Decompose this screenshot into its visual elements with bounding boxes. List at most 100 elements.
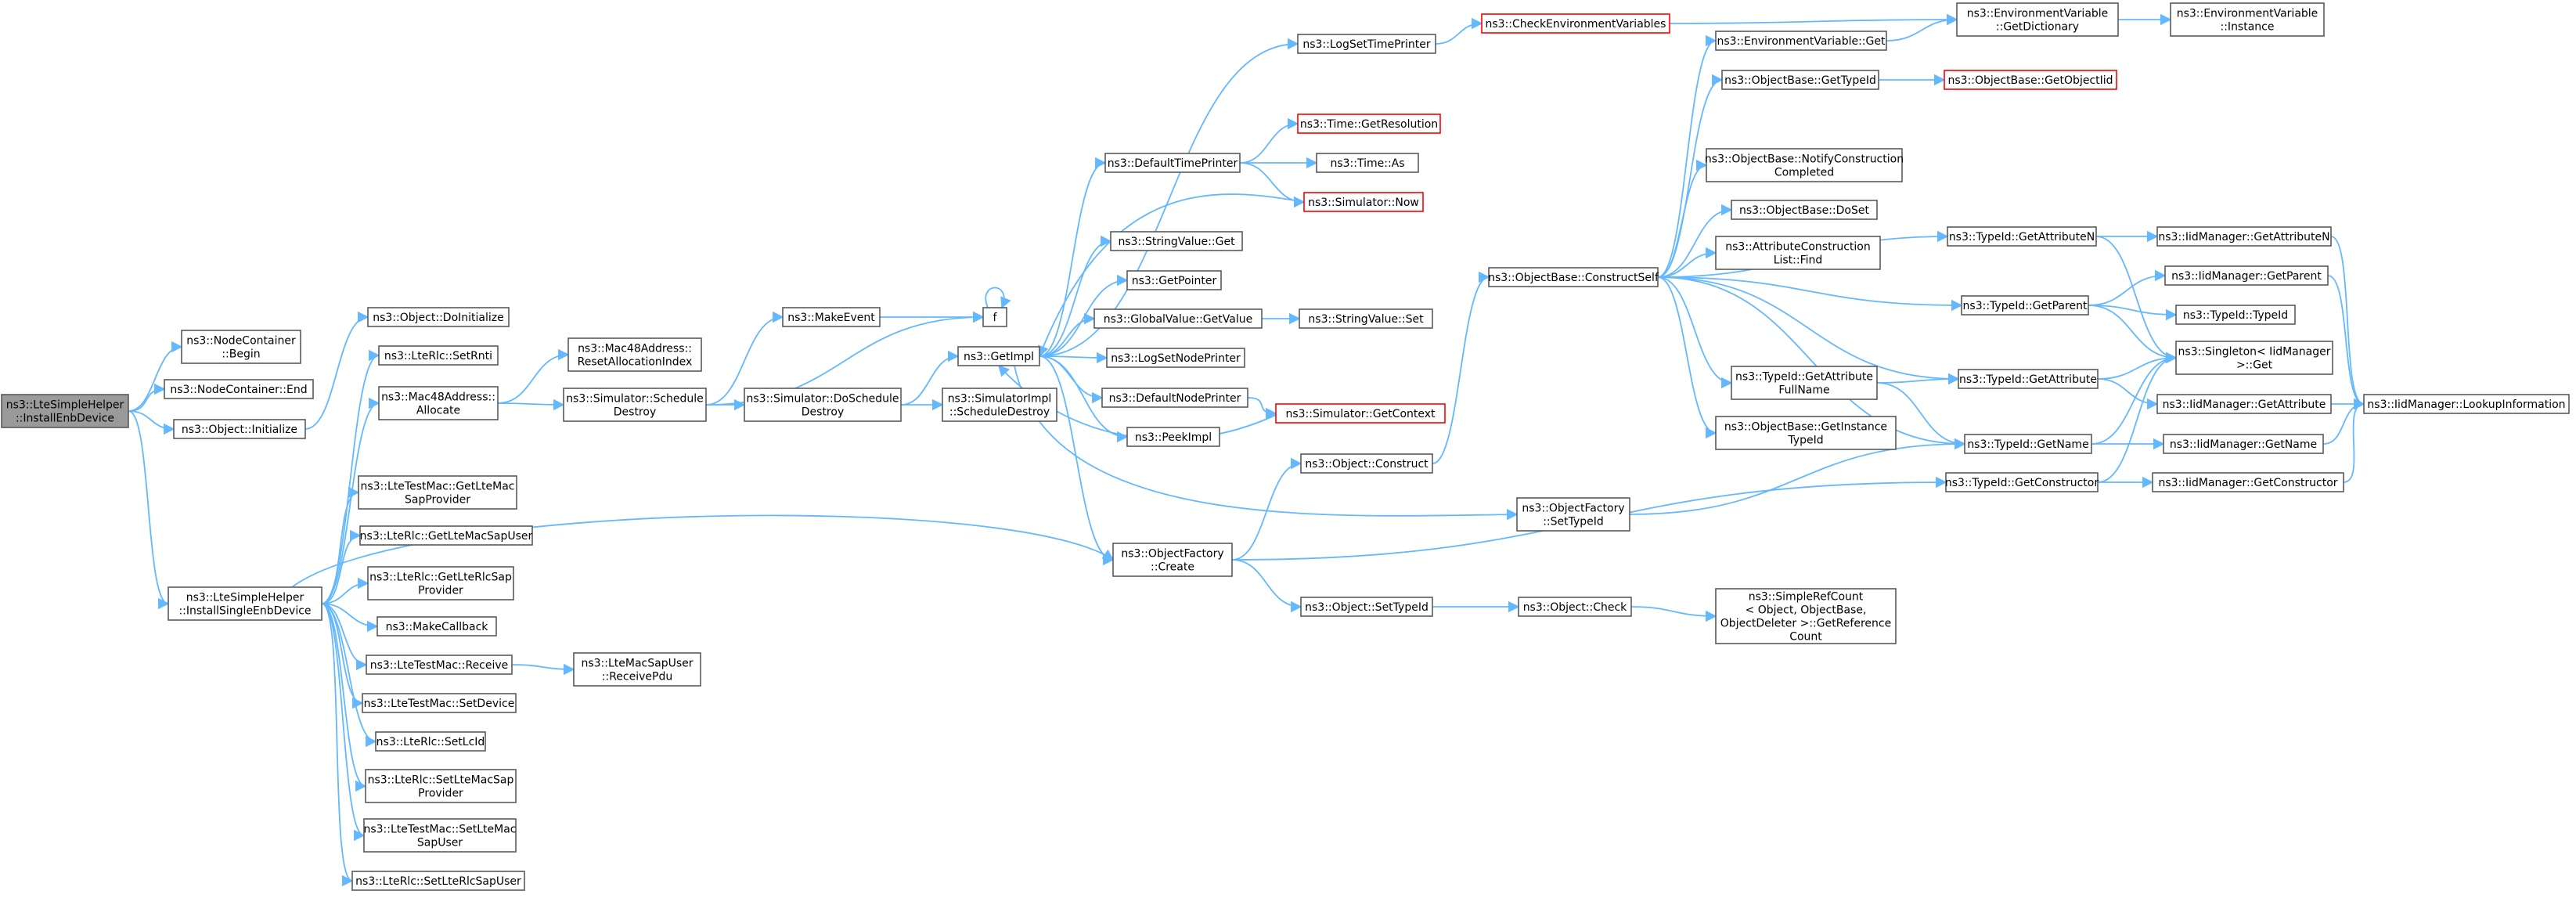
node-logsetnodeprinter[interactable]: ns3::LogSetNodePrinter	[1106, 348, 1245, 368]
node-objbase_constructself[interactable]: ns3::ObjectBase::ConstructSelf	[1488, 267, 1659, 287]
edge-iid_getconstructor-to-iid_lookupinfo	[2343, 398, 2365, 483]
node-obj_doinit[interactable]: ns3::Object::DoInitialize	[367, 307, 510, 327]
node-object_check[interactable]: ns3::Object::Check	[1518, 597, 1632, 617]
node-objbase_doset[interactable]: ns3::ObjectBase::DoSet	[1731, 200, 1878, 220]
node-mac48_reset[interactable]: ns3::Mac48Address::ResetAllocationIndex	[567, 337, 702, 372]
node-object_construct[interactable]: ns3::Object::Construct	[1300, 453, 1433, 474]
node-defaultnodeprinter[interactable]: ns3::DefaultNodePrinter	[1101, 388, 1248, 408]
node-root[interactable]: ns3::LteSimpleHelper::InstallEnbDevice	[1, 394, 129, 428]
node-objfactory_create[interactable]: ns3::ObjectFactory::Create	[1112, 543, 1233, 577]
node-testmac_receive[interactable]: ns3::LteTestMac::Receive	[366, 655, 513, 675]
node-typeid_getattribute[interactable]: ns3::TypeId::GetAttribute	[1958, 369, 2099, 389]
node-getpointer[interactable]: ns3::GetPointer	[1126, 270, 1222, 290]
node-nc_end[interactable]: ns3::NodeContainer::End	[164, 379, 314, 399]
node-defaulttimeprinter[interactable]: ns3::DefaultTimePrinter	[1104, 153, 1241, 173]
node-iid_lookupinfo[interactable]: ns3::IidManager::LookupInformation	[2363, 394, 2570, 414]
edge-objfactory_create-to-object_construct	[1231, 457, 1302, 561]
node-label: TypeId	[1787, 435, 1823, 447]
node-sim_getcontext[interactable]: ns3::Simulator::GetContext	[1275, 403, 1446, 424]
node-makecallback[interactable]: ns3::MakeCallback	[376, 616, 497, 637]
node-mac48_alloc[interactable]: ns3::Mac48Address::Allocate	[378, 386, 499, 420]
node-logsettimeprinter[interactable]: ns3::LogSetTimePrinter	[1297, 34, 1436, 54]
node-singleton_get[interactable]: ns3::Singleton< IidManager>::Get	[2175, 341, 2333, 375]
node-box	[1731, 366, 1878, 400]
node-box	[2175, 341, 2333, 375]
node-peekimpl[interactable]: ns3::PeekImpl	[1126, 427, 1220, 447]
node-iid_getconstructor[interactable]: ns3::IidManager::GetConstructor	[2152, 472, 2344, 492]
node-macsapuser_receivepdu[interactable]: ns3::LteMacSapUser::ReceivePdu	[573, 652, 701, 687]
node-label: ns3::Simulator::Schedule	[566, 393, 704, 406]
node-label: List::Find	[1774, 254, 1823, 267]
node-label: ns3::IidManager::GetAttribute	[2163, 399, 2326, 411]
edge-defaultnodeprinter-to-sim_getcontext	[1247, 397, 1277, 420]
node-rlc_setrnti[interactable]: ns3::LteRlc::SetRnti	[378, 345, 499, 366]
node-label: ns3::Simulator::GetContext	[1285, 408, 1436, 420]
node-objbase_notify[interactable]: ns3::ObjectBase::NotifyConstructionCompl…	[1705, 148, 1904, 182]
node-typeid_getname[interactable]: ns3::TypeId::GetName	[1964, 434, 2092, 454]
node-label: ns3::ObjectBase::GetTypeId	[1724, 74, 1876, 87]
node-simimpl_schedule[interactable]: ns3::SimulatorImpl::ScheduleDestroy	[942, 388, 1057, 422]
node-sim_now[interactable]: ns3::Simulator::Now	[1303, 192, 1424, 212]
node-sim_schedule_destroy[interactable]: ns3::Simulator::ScheduleDestroy	[563, 388, 707, 422]
edge-checkenv-to-envvar_getdict	[1669, 13, 1958, 26]
node-checkenv[interactable]: ns3::CheckEnvironmentVariables	[1481, 13, 1670, 34]
node-simplerefcount[interactable]: ns3::SimpleRefCount< Object, ObjectBase,…	[1715, 588, 1897, 644]
node-label: ns3::AttributeConstruction	[1725, 241, 1870, 254]
node-label: Destroy	[614, 406, 656, 419]
node-iid_getparent[interactable]: ns3::IidManager::GetParent	[2164, 265, 2329, 286]
node-getimpl[interactable]: ns3::GetImpl	[957, 346, 1040, 366]
node-label: ns3::TypeId::GetAttributeN	[1949, 231, 2095, 243]
node-iid_getname[interactable]: ns3::IidManager::GetName	[2163, 434, 2324, 454]
node-objbase_gettypeid[interactable]: ns3::ObjectBase::GetTypeId	[1721, 70, 1879, 90]
call-edges	[128, 13, 2365, 887]
node-iid_getattribute[interactable]: ns3::IidManager::GetAttribute	[2156, 394, 2332, 414]
node-envvar_getdict[interactable]: ns3::EnvironmentVariable::GetDictionary	[1956, 2, 2119, 37]
edge-objbase_constructself-to-typeid_getname	[1657, 276, 1966, 450]
edge-objbase_constructself-to-typeid_getattribute	[1657, 276, 1960, 385]
node-iid_getattributen[interactable]: ns3::IidManager::GetAttributeN	[2156, 226, 2332, 247]
node-makeevent[interactable]: ns3::MakeEvent	[782, 307, 881, 327]
node-obj_init[interactable]: ns3::Object::Initialize	[173, 419, 306, 439]
node-typeid_getconstructor[interactable]: ns3::TypeId::GetConstructor	[1945, 472, 2099, 492]
edge-objfactory_settypeid-to-typeid_getname	[1629, 438, 1966, 515]
node-box	[573, 652, 701, 687]
node-envvar_get[interactable]: ns3::EnvironmentVariable::Get	[1715, 31, 1887, 51]
node-stringvalue_get[interactable]: ns3::StringValue::Get	[1110, 231, 1243, 251]
node-f[interactable]: f	[982, 307, 1007, 327]
node-typeid_getattributen[interactable]: ns3::TypeId::GetAttributeN	[1947, 226, 2097, 247]
edge-typeid_getattrfullname-to-typeid_getname	[1876, 382, 1966, 450]
node-time_as[interactable]: ns3::Time::As	[1316, 153, 1419, 173]
node-label: ::ReceivePdu	[602, 671, 672, 683]
node-object_settypeid[interactable]: ns3::Object::SetTypeId	[1300, 597, 1433, 617]
node-typeid_typeid[interactable]: ns3::TypeId::TypeId	[2175, 305, 2296, 325]
node-rlc_setlcid[interactable]: ns3::LteRlc::SetLcId	[375, 731, 486, 752]
node-typeid_getparent[interactable]: ns3::TypeId::GetParent	[1961, 295, 2089, 316]
node-stringvalue_set[interactable]: ns3::StringValue::Set	[1299, 308, 1433, 329]
node-globalvalue_getvalue[interactable]: ns3::GlobalValue::GetValue	[1093, 308, 1263, 329]
node-objbase_getobjecttid[interactable]: ns3::ObjectBase::GetObjectIid	[1944, 70, 2117, 90]
node-testmac_setdevice[interactable]: ns3::LteTestMac::SetDevice	[362, 693, 517, 713]
node-install_single[interactable]: ns3::LteSimpleHelper::InstallSingleEnbDe…	[168, 586, 322, 621]
edge-getimpl-to-defaulttimeprinter	[1039, 157, 1107, 357]
node-rlc_setrlcsapuser[interactable]: ns3::LteRlc::SetLteRlcSapUser	[351, 871, 525, 891]
node-label: ns3::Object::SetTypeId	[1305, 601, 1429, 614]
node-time_getresolution[interactable]: ns3::Time::GetResolution	[1297, 114, 1441, 134]
node-rlc_getmacsapuser[interactable]: ns3::LteRlc::GetLteMacSapUser	[359, 525, 533, 546]
node-label: ns3::DefaultNodePrinter	[1109, 392, 1241, 405]
edge-typeid_getparent-to-typeid_typeid	[2088, 305, 2178, 321]
node-objfactory_settypeid[interactable]: ns3::ObjectFactory::SetTypeId	[1516, 497, 1630, 532]
node-box	[1488, 267, 1659, 287]
node-nc_begin[interactable]: ns3::NodeContainer::Begin	[181, 330, 301, 364]
node-box	[164, 379, 314, 399]
node-box	[1316, 153, 1419, 173]
node-envvar_instance[interactable]: ns3::EnvironmentVariable::Instance	[2170, 2, 2325, 37]
